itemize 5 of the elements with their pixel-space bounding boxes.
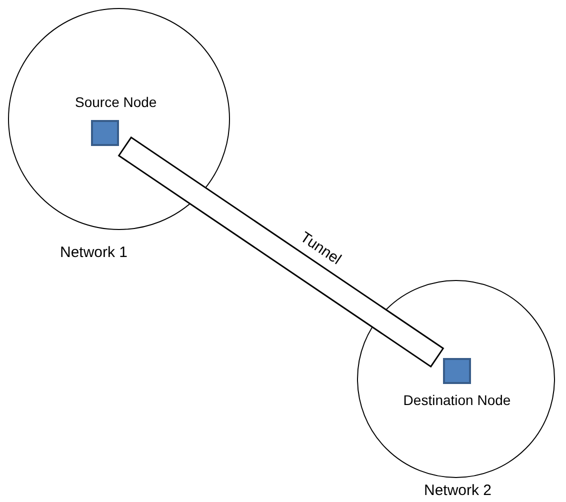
- node-label: Source Node: [75, 94, 155, 110]
- network-label: Network 2: [424, 482, 492, 499]
- node-label: Destination Node: [402, 392, 512, 408]
- tunnel-band: [118, 136, 444, 368]
- network-label: Network 1: [60, 244, 128, 261]
